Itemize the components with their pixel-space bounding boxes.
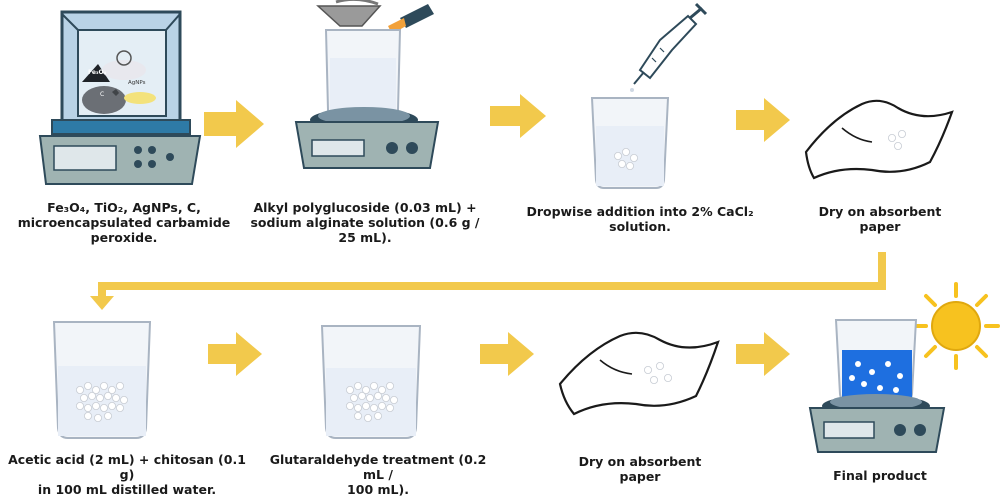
step-caption-4: Dry on absorbent paper [818,204,942,234]
beaker-with-beads-icon [52,321,152,439]
step-caption-7: Dry on absorbent paper [578,454,702,484]
fe3o4-label: Fe₃O₄ [88,69,107,76]
step-caption-8: Final product [833,468,927,483]
arrow-right-icon [204,100,264,148]
arrow-right-icon [490,94,546,138]
c-label: C [100,91,104,98]
step-caption-5: Acetic acid (2 mL) + chitosan (0.1 g) in… [8,452,246,497]
agnps-label: AgNPs [128,80,146,86]
beaker-with-beads-icon [320,325,422,439]
powder-samples [82,50,156,114]
arrow-right-icon [736,98,790,142]
magnetic-stirrer-with-final-product-icon [808,319,946,453]
step-caption-2: Alkyl polyglucoside (0.03 mL) + sodium a… [250,200,480,245]
sun-icon [912,282,1000,370]
beaker-with-beads-icon [590,97,670,189]
syringe-icon [630,2,708,92]
arrow-right-icon [208,332,262,376]
arrow-right-icon [480,332,534,376]
magnetic-stirrer-with-beaker-icon [294,0,440,169]
step-caption-1: Fe₃O₄, TiO₂, AgNPs, C, microencapsulated… [17,200,231,245]
connector-arrow-icon [98,252,886,300]
absorbent-paper-icon [804,99,954,180]
step-caption-3: Dropwise addition into 2% CaCl₂ solution… [526,204,754,234]
absorbent-paper-icon [558,331,720,416]
analytical-balance-icon: Fe₃O₄ AgNPs C [38,10,202,185]
step-caption-6: Glutaraldehyde treatment (0.2 mL / 100 m… [269,452,487,497]
arrow-right-icon [736,332,790,376]
